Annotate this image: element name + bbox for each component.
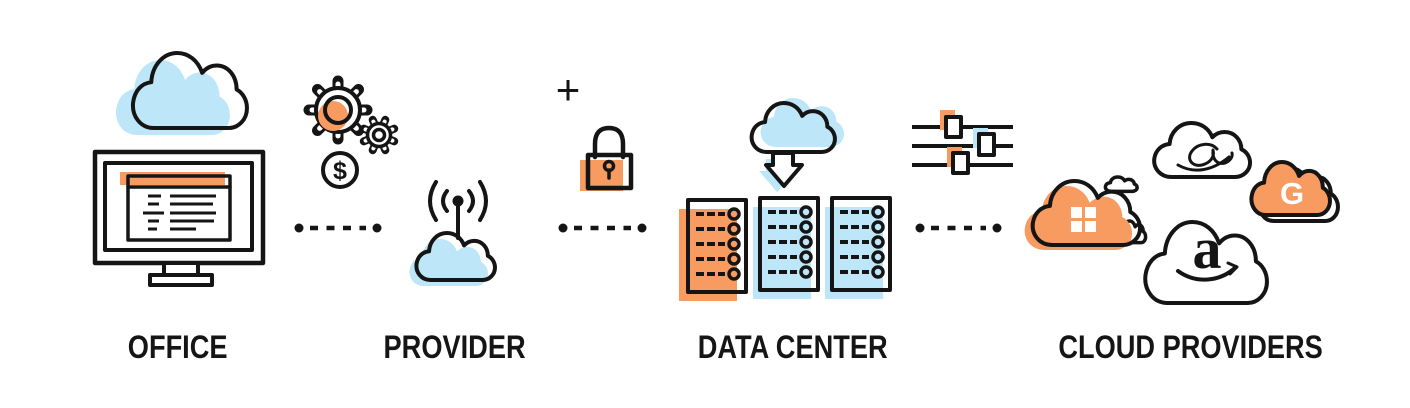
- section-label-data-center: DATA CENTER: [698, 329, 888, 365]
- dotted-connector: [915, 223, 1002, 233]
- server-rack: [753, 196, 820, 299]
- windows-logo-icon: [1071, 207, 1096, 232]
- filter-sliders-icon: [912, 110, 1013, 175]
- section-label-provider: PROVIDER: [383, 329, 527, 365]
- server-rack: [679, 198, 748, 301]
- server-rack: [825, 196, 892, 299]
- antenna-cloud-icon: [409, 180, 497, 287]
- window-text-lines: [143, 194, 216, 231]
- section-label-cloud-providers: CLOUD PROVIDERS: [1058, 329, 1323, 365]
- window-header-accent: [120, 172, 225, 185]
- download-arrow: [764, 151, 804, 188]
- dotted-connector: [294, 223, 382, 233]
- alibaba-cloud-icon: [1152, 121, 1252, 179]
- cloud-download-icon: [750, 98, 844, 192]
- microsoft-cloud-icon: [1024, 179, 1142, 251]
- amazon-smile-arrow: [1226, 261, 1239, 276]
- amazon-letter: a: [1193, 216, 1222, 281]
- lock-icon: [580, 125, 634, 191]
- small-cloud-icon: [1104, 176, 1138, 192]
- office-illustration: [92, 53, 266, 287]
- dollar-symbol: $: [333, 157, 347, 185]
- cloud-icon: [115, 53, 247, 136]
- gears-icon: [303, 75, 399, 155]
- data-center-illustration: [679, 98, 892, 301]
- dollar-coin-icon: $: [321, 151, 359, 189]
- google-cloud-icon: G: [1249, 160, 1340, 223]
- gear-accent: [318, 101, 348, 131]
- section-label-office: OFFICE: [128, 329, 228, 365]
- desktop-monitor-icon: [92, 149, 266, 287]
- google-letter: G: [1280, 176, 1304, 211]
- provider-illustration: $: [303, 75, 497, 287]
- plus-icon: +: [556, 66, 581, 113]
- amazon-cloud-icon: a: [1145, 216, 1267, 303]
- cloud-providers-illustration: G a: [1024, 121, 1340, 303]
- dotted-connector: [558, 223, 647, 233]
